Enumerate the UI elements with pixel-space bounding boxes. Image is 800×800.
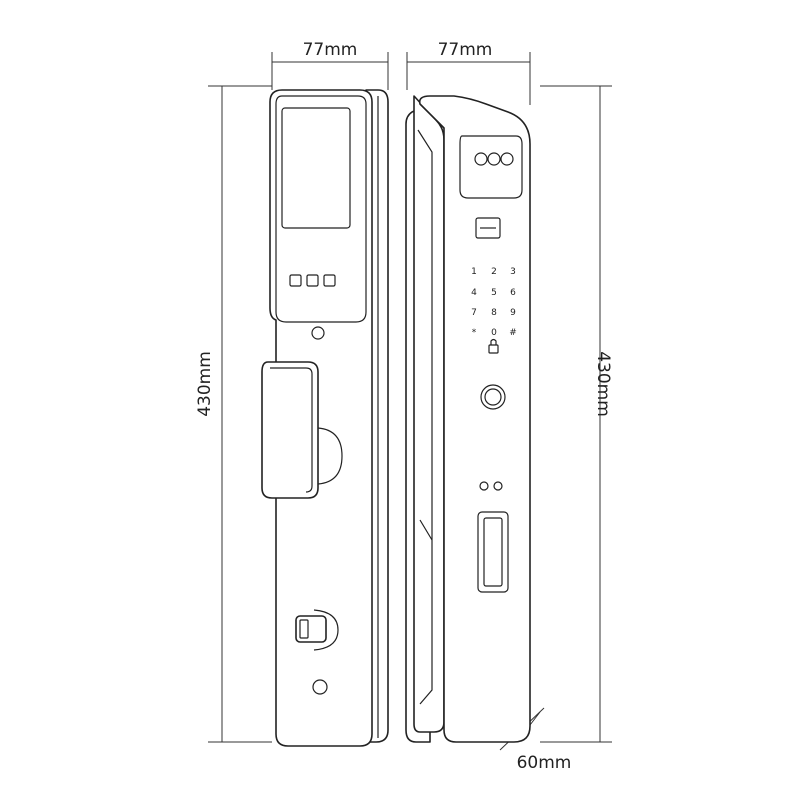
side-view-lock: 1 2 3 4 5 6 7 8 9 * 0 # xyxy=(405,95,531,743)
keypad-key: 9 xyxy=(510,308,516,318)
front-main-body xyxy=(269,89,373,747)
front-view-lock xyxy=(261,89,389,747)
keyhole xyxy=(312,679,328,695)
keypad-key: 3 xyxy=(510,267,516,277)
function-button-1 xyxy=(289,274,302,287)
keypad-key: 0 xyxy=(491,328,497,338)
thumb-turn-base xyxy=(313,609,339,651)
keypad-key: 4 xyxy=(471,288,477,298)
camera-lens xyxy=(311,326,325,340)
fingerprint-sensor xyxy=(480,384,506,410)
face-camera-module xyxy=(459,135,523,199)
keypad-key: # xyxy=(509,328,517,338)
function-button-2 xyxy=(306,274,319,287)
left-height-label: 430mm xyxy=(195,351,215,417)
display-screen xyxy=(281,107,351,229)
thumb-turn-knob xyxy=(295,615,327,643)
side-mid-plate xyxy=(413,95,445,733)
screen-housing xyxy=(275,95,367,323)
battery-cover xyxy=(477,511,509,593)
side-width-label: 77mm xyxy=(438,40,493,60)
keypad-key: 2 xyxy=(491,267,497,277)
lock-icon xyxy=(488,338,499,354)
keypad-key: 7 xyxy=(471,308,477,318)
front-width-label: 77mm xyxy=(303,40,358,60)
indicator-dot-2 xyxy=(493,481,503,491)
keypad-key: 5 xyxy=(491,288,497,298)
keypad: 1 2 3 4 5 6 7 8 9 * 0 # xyxy=(471,267,517,338)
keypad-key: * xyxy=(472,328,477,338)
card-sensor xyxy=(475,217,501,239)
right-height-label: 430mm xyxy=(593,351,613,417)
keypad-key: 1 xyxy=(471,267,477,277)
camera-lens-2 xyxy=(487,152,501,166)
depth-label: 60mm xyxy=(517,753,572,773)
keypad-key: 6 xyxy=(510,288,516,298)
indicator-dot-1 xyxy=(479,481,489,491)
function-button-3 xyxy=(323,274,336,287)
camera-lens-1 xyxy=(474,152,488,166)
keypad-key: 8 xyxy=(491,308,497,318)
door-handle xyxy=(261,361,319,499)
handle-base xyxy=(317,427,343,485)
camera-lens-3 xyxy=(500,152,514,166)
